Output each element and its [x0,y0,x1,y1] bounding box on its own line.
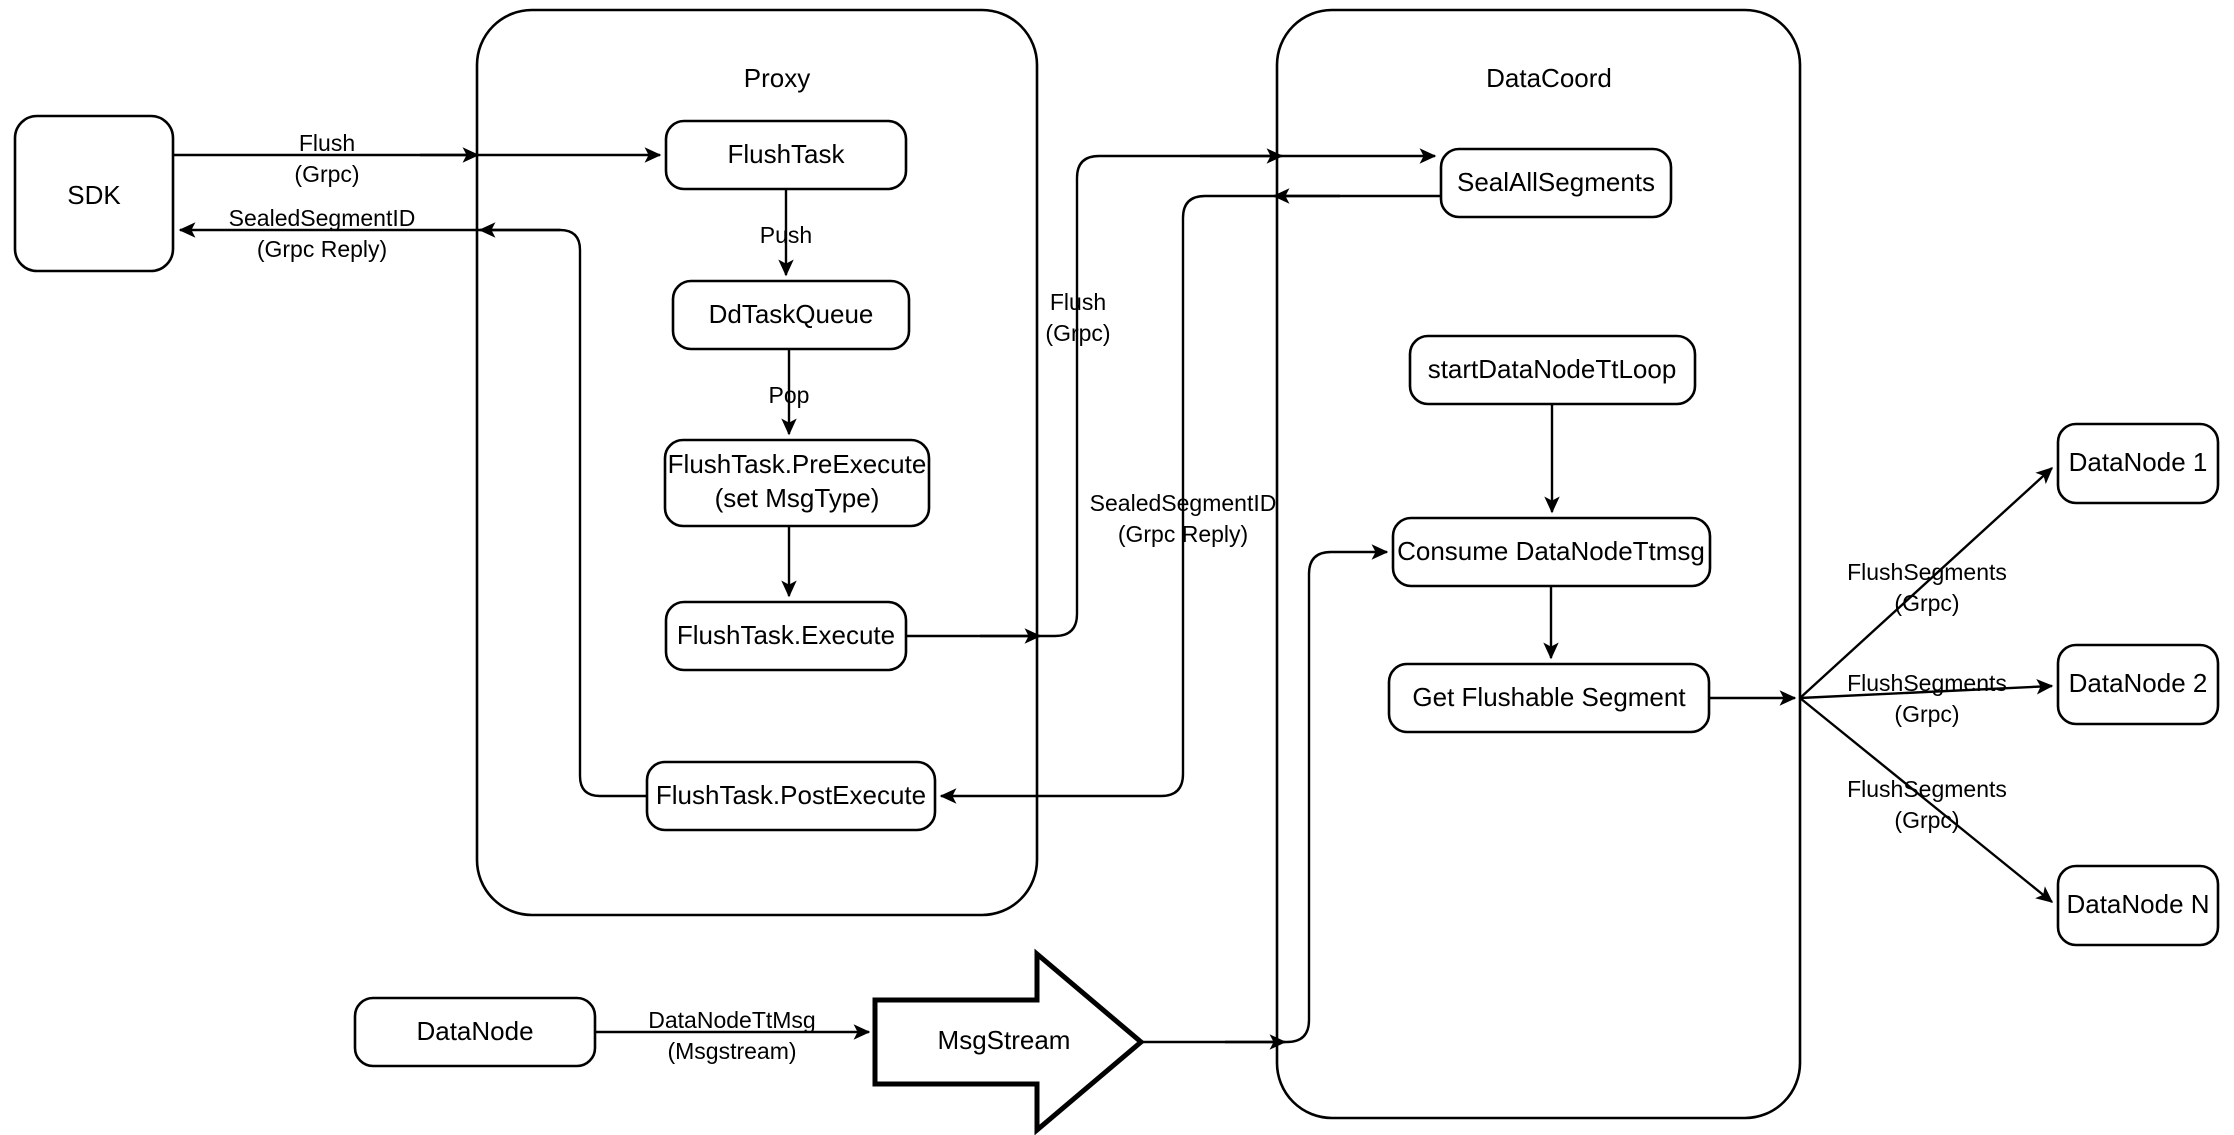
edge-junction-to-datanode-n [1799,697,2054,903]
edge-proxy-to-coord-label-line2: (Grpc) [1045,320,1110,346]
edge-flush-segments-2-label-line1: FlushSegments [1847,670,2007,696]
node-msgstream[interactable] [872,948,1145,1135]
group-proxy-label: Proxy [744,63,810,93]
edge-flush-segments-n-label-line2: (Grpc) [1894,807,1959,833]
node-flush-task-preexecute-label-line1: FlushTask.PreExecute [668,449,927,479]
edge-proxy-to-sdk-label-line1: SealedSegmentID [229,205,416,231]
edge-junction-to-datanode-2 [1799,679,2054,700]
edge-proxy-to-coord-label-line1: Flush [1050,289,1106,315]
node-dd-task-queue[interactable] [671,279,911,351]
edge-postexecute-to-sdk [178,222,647,798]
node-seal-all-segments[interactable] [1439,147,1673,219]
node-flush-task-execute-label: FlushTask.Execute [677,620,895,650]
node-flush-task-preexecute[interactable] [663,438,931,528]
edge-flush-segments-1-label-line2: (Grpc) [1894,590,1959,616]
node-seal-all-segments-label: SealAllSegments [1457,167,1655,197]
edge-flush-segments-2-label-line2: (Grpc) [1894,701,1959,727]
node-dd-task-queue-label: DdTaskQueue [709,299,874,329]
node-datanode-source-label: DataNode [416,1016,533,1046]
edge-datanode-ttmsg-label-line1: DataNodeTtMsg [648,1007,815,1033]
node-datanode-n-label: DataNode N [2066,889,2209,919]
node-datanode-n[interactable] [2056,864,2220,947]
edge-proxy-to-sdk-label-line2: (Grpc Reply) [257,236,387,262]
group-datacoord-label: DataCoord [1486,63,1612,93]
edge-coord-to-proxy-label-line2: (Grpc Reply) [1118,521,1248,547]
edge-execute-to-sealallsegments [906,148,1437,638]
node-datanode-2[interactable] [2056,643,2220,726]
edge-flush-segments-1-label-line1: FlushSegments [1847,559,2007,585]
node-start-datanode-tt-loop-label: startDataNodeTtLoop [1428,354,1677,384]
edge-msgstream-to-consume [1141,544,1389,1044]
node-datanode-2-label: DataNode 2 [2069,668,2208,698]
edge-pop-label: Pop [769,382,810,408]
node-datanode-1[interactable] [2056,422,2220,505]
edge-sdk-to-proxy-label-line2: (Grpc) [294,161,359,187]
group-proxy [475,8,1039,917]
edge-flush-segments-n-label-line1: FlushSegments [1847,776,2007,802]
node-flush-task-label: FlushTask [727,139,845,169]
edge-sdk-to-proxy-label-line1: Flush [299,130,355,156]
node-flush-task-preexecute-label-line2: (set MsgType) [715,483,880,513]
edge-junction-to-datanode-1 [1799,467,2053,699]
group-datacoord [1275,8,1802,1120]
edge-sealallsegments-to-postexecute [939,194,1441,804]
node-datanode-1-label: DataNode 1 [2069,447,2208,477]
node-consume-datanode-ttmsg-label: Consume DataNodeTtmsg [1397,536,1705,566]
node-sdk[interactable] [13,114,175,273]
edge-coord-to-proxy-label-line1: SealedSegmentID [1090,490,1277,516]
node-get-flushable-segment-label: Get Flushable Segment [1412,682,1686,712]
node-sdk-label: SDK [67,180,121,210]
edge-push-label: Push [760,222,812,248]
edge-datanode-ttmsg-label-line2: (Msgstream) [667,1038,796,1064]
node-msgstream-label: MsgStream [938,1025,1071,1055]
node-flush-task-postexecute-label: FlushTask.PostExecute [656,780,926,810]
